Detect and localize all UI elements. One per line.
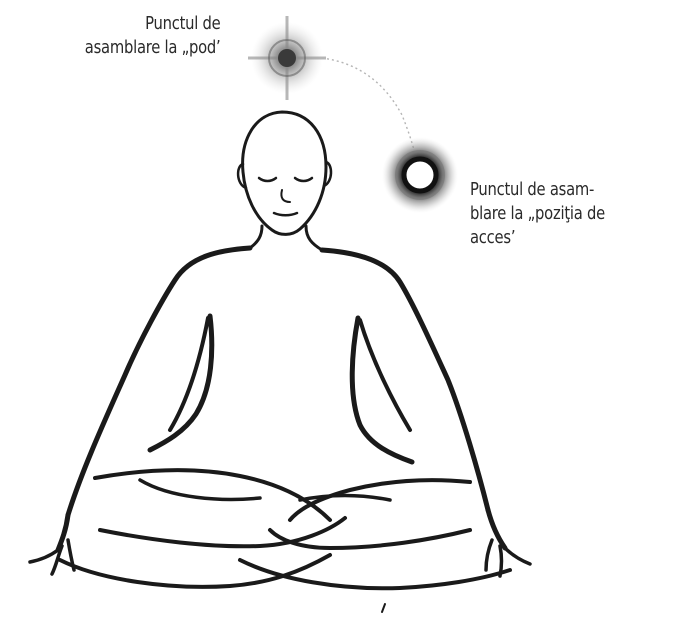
access-assemblage-point-marker	[382, 137, 458, 213]
access-label-line-2: blare la „poziţia de	[470, 202, 605, 226]
pod-label-line-1: Punctul de	[84, 12, 220, 36]
lower-leg-right	[240, 560, 510, 588]
left-hand	[30, 540, 74, 574]
mouth	[274, 213, 297, 215]
access-label-line-3: acces’	[470, 226, 605, 250]
nose	[281, 190, 290, 202]
movement-arc	[322, 58, 414, 150]
eye-left	[259, 178, 276, 181]
eye-right	[295, 178, 312, 181]
pod-label-line-2: asamblare la „pod’	[84, 36, 220, 60]
access-assemblage-point-label: Punctul de asam- blare la „poziţia de ac…	[470, 178, 605, 250]
right-arm-outer	[322, 250, 488, 510]
neck-right	[306, 226, 322, 250]
right-inner-arm	[352, 318, 412, 462]
access-label-line-1: Punctul de asam-	[470, 178, 605, 202]
pod-assemblage-point-marker	[248, 16, 326, 100]
right-torso-side	[360, 320, 410, 430]
right-thigh-top	[290, 480, 470, 520]
neck-left	[250, 226, 262, 248]
lower-leg-left	[60, 555, 330, 587]
left-torso-side	[170, 318, 208, 430]
center-mark	[382, 604, 385, 612]
crossing-shin-left	[100, 518, 345, 546]
pod-assemblage-point-label: Punctul de asamblare la „pod’	[84, 12, 220, 60]
